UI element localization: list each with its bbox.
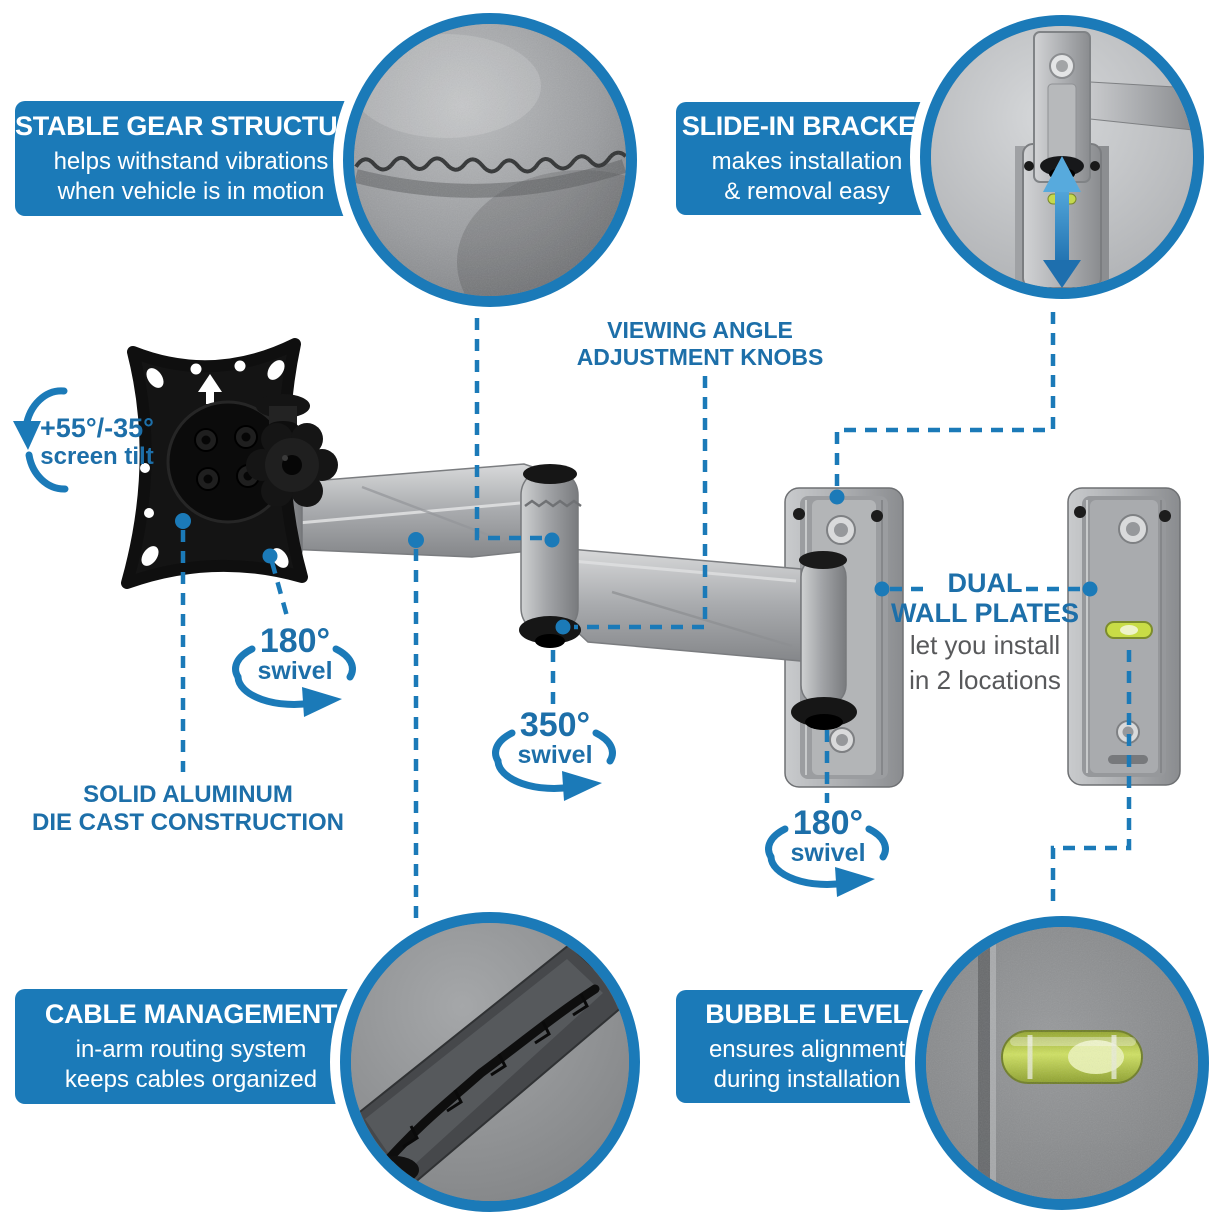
connector-gear-circle (474, 318, 543, 541)
screw (871, 510, 883, 522)
tilt-knob-star (246, 423, 338, 507)
arm-lower (557, 547, 802, 662)
vesa-plate (121, 338, 308, 591)
elbow-joint (519, 464, 582, 648)
wall-plate-spare (1067, 487, 1181, 786)
callout-title: CABLE MANAGEMENT (44, 999, 338, 1030)
callout-body-line: ensures alignment (708, 1036, 906, 1064)
vesa-hole (236, 576, 248, 588)
knob (371, 1156, 419, 1184)
vesa-hole (234, 360, 246, 372)
dual-wall-plates-label: DUAL WALL PLATES let you install in 2 lo… (891, 568, 1079, 697)
cable-clips (402, 993, 589, 1149)
screw (1090, 161, 1100, 171)
solid-aluminum-label: SOLID ALUMINUM DIE CAST CONSTRUCTION (32, 781, 344, 838)
callout-body-line: helps withstand vibrations (53, 148, 329, 176)
connector-slide-in (834, 312, 1056, 490)
up-arrow-marking (198, 374, 222, 404)
swivel-caption: swivel (257, 657, 333, 685)
swivel-value: 180° (259, 622, 331, 660)
routed-cable (382, 984, 600, 1166)
callout-title: STABLE GEAR STRUCTURE (15, 111, 375, 142)
slide-in-bracket-photo (920, 15, 1204, 299)
callout-title: SLIDE-IN BRACKET (681, 111, 933, 142)
bubble-level (1105, 621, 1153, 639)
label-line: VIEWING ANGLE (607, 317, 793, 343)
rotation-arrow-icon (232, 645, 356, 717)
connector-dot (1082, 581, 1098, 597)
connector-bubble (1050, 650, 1132, 904)
swivel-wall-label: 180° swivel (790, 806, 865, 868)
gear-seam (524, 499, 582, 508)
vesa-hole (146, 368, 164, 388)
label-line: DUAL (947, 568, 1023, 598)
screw (1159, 510, 1171, 522)
bubble-level-photo (915, 916, 1209, 1210)
joint-cap (523, 464, 577, 484)
vesa-hole (140, 463, 150, 473)
vesa-hole (190, 363, 202, 375)
label-line: SOLID ALUMINUM (83, 781, 293, 808)
callout-body-line: during installation (713, 1065, 901, 1093)
callout-body-line: keeps cables organized (64, 1065, 318, 1093)
tilt-caption: screen tilt (40, 443, 154, 471)
wall-swivel-joint (791, 551, 857, 730)
tilt-arrow-icon (13, 387, 69, 493)
connector-dot (829, 489, 845, 505)
connector-dot (555, 619, 571, 635)
connector-dot (175, 513, 191, 529)
connector-dot (874, 581, 890, 597)
label-line: ADJUSTMENT KNOBS (576, 344, 824, 371)
connector-dot (262, 548, 278, 564)
callout-body-line: when vehicle is in motion (57, 177, 325, 205)
swivel-caption: swivel (517, 741, 593, 769)
cable-management-photo (340, 912, 640, 1212)
screen-tilt-label: +55°/-35° screen tilt (40, 413, 154, 471)
rotation-arrow-icon (765, 825, 889, 897)
callout-body-line: makes installation (711, 148, 903, 176)
connector-swivel-front (269, 561, 291, 621)
vesa-hole (141, 546, 159, 566)
viewing-angle-label: VIEWING ANGLE ADJUSTMENT KNOBS (577, 317, 824, 371)
vesa-hole (192, 579, 204, 591)
swivel-mid-label: 350° swivel (517, 708, 592, 770)
screw (793, 508, 805, 520)
vesa-hole (144, 508, 154, 518)
connector-viewing-knobs (574, 376, 708, 630)
rotation-arrow-icon (492, 729, 616, 801)
swivel-value: 350° (519, 706, 591, 744)
swivel-front-label: 180° swivel (257, 624, 332, 686)
label-line: in 2 locations (909, 664, 1061, 695)
label-line: DIE CAST CONSTRUCTION (32, 809, 344, 837)
slide-arrow-icon (1043, 156, 1081, 288)
callout-body-line: & removal easy (724, 177, 890, 205)
swivel-caption: swivel (790, 839, 866, 867)
swivel-value: 180° (792, 804, 864, 842)
callout-title: BUBBLE LEVEL (705, 999, 909, 1030)
joint-cap (799, 551, 847, 569)
label-line: WALL PLATES (891, 598, 1079, 629)
tilt-value: +55°/-35° (40, 413, 154, 443)
connector-dot (408, 532, 424, 548)
screw (1074, 506, 1086, 518)
screw (1024, 161, 1034, 171)
label-line: let you install (909, 630, 1061, 661)
callout-body-line: in-arm routing system (75, 1036, 307, 1064)
vesa-hole (267, 360, 285, 380)
connector-dot (544, 532, 560, 548)
gear-texture-photo (343, 13, 637, 307)
